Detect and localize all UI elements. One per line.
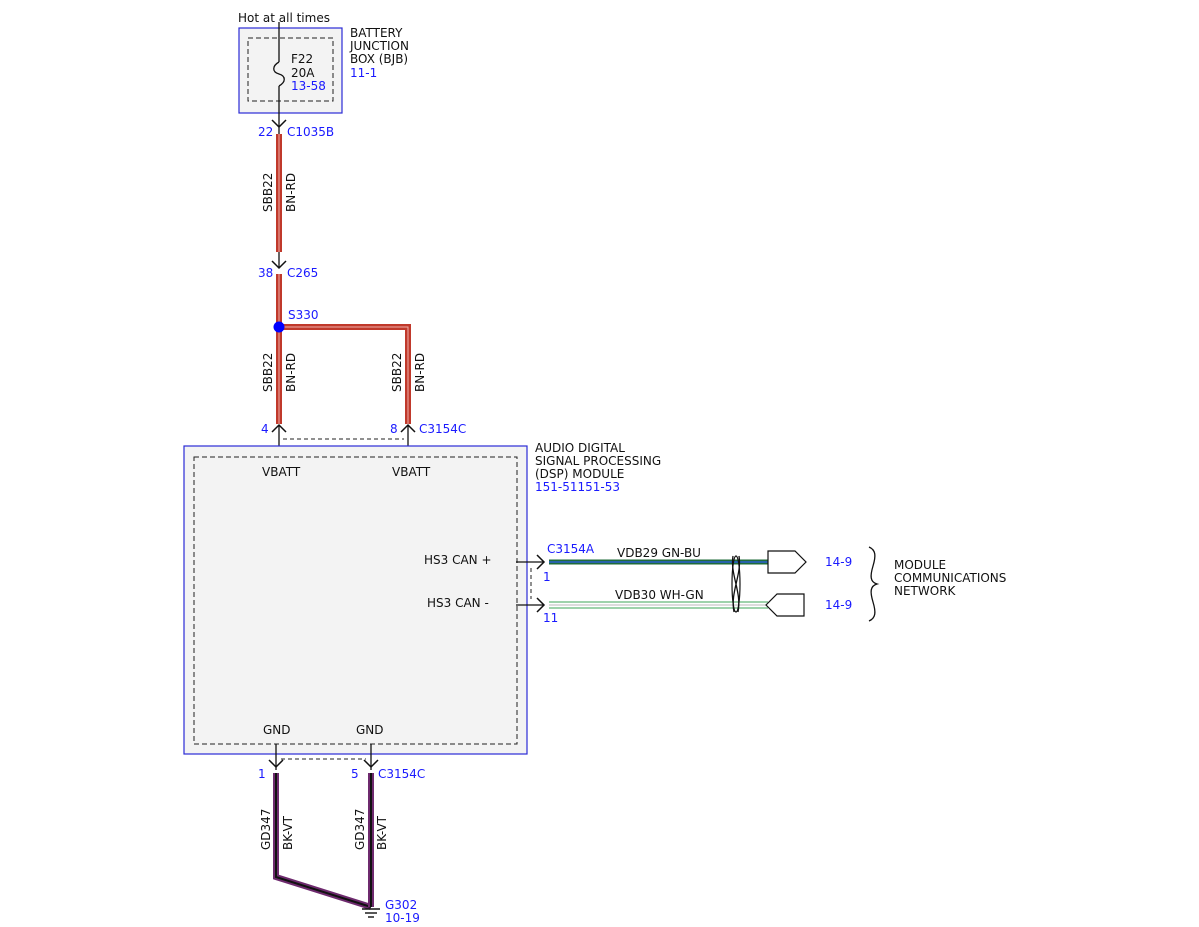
module-inner-dashed bbox=[193, 456, 518, 745]
connector-c3154c-top: 4 8 C3154C bbox=[261, 422, 466, 458]
fuse-f22-symbol bbox=[273, 61, 285, 87]
connector-chevron-icon bbox=[271, 260, 287, 270]
wire-color-label: BN-RD bbox=[284, 173, 298, 212]
wire-branch-center-line bbox=[279, 326, 409, 424]
pin-label-can-hi: HS3 CAN + bbox=[424, 553, 492, 567]
can-hi-wire-label: VDB29 GN-BU bbox=[617, 546, 701, 560]
connector-c265: 38 C265 bbox=[258, 252, 318, 280]
connector-chevron-icon bbox=[363, 759, 379, 769]
can-network-lines: C3154A 1 11 VDB29 GN-BU VDB30 WH-GN 14-9… bbox=[516, 542, 1006, 625]
c3154c-name-bottom: C3154C bbox=[378, 767, 425, 781]
supply-note: Hot at all times bbox=[238, 11, 330, 25]
pin-label-vbatt: VBATT bbox=[392, 465, 431, 479]
c1035b-pin: 22 bbox=[258, 125, 273, 139]
ground-name: G302 bbox=[385, 898, 417, 912]
battery-junction-box: Hot at all times F22 20A 13-58 BATTERY J… bbox=[238, 11, 409, 134]
ground-circuit: 1 5 C3154C GD347 BK-VT GD347 BK-VT G302 … bbox=[258, 744, 425, 925]
wire-color-label: BN-RD bbox=[284, 353, 298, 392]
module-title-line1: AUDIO DIGITAL bbox=[535, 441, 625, 455]
c265-name: C265 bbox=[287, 266, 318, 280]
fuse-rating: 20A bbox=[291, 66, 315, 80]
c3154a-pin-1: 1 bbox=[543, 570, 551, 584]
c265-pin: 38 bbox=[258, 266, 273, 280]
connector-chevron-icon bbox=[536, 597, 546, 613]
module-title-line2: SIGNAL PROCESSING bbox=[535, 454, 661, 468]
fuse-ref: 13-58 bbox=[291, 79, 326, 93]
c3154a-pin-11: 11 bbox=[543, 611, 558, 625]
bjb-title-line3: BOX (BJB) bbox=[350, 52, 408, 66]
gnd-pin-1: 1 bbox=[258, 767, 266, 781]
c3154c-pin-4: 4 bbox=[261, 422, 269, 436]
gnd-pin-5: 5 bbox=[351, 767, 359, 781]
wire-bk-vt-core bbox=[275, 773, 372, 908]
wire-sbb22-upper: SBB22 BN-RD bbox=[261, 134, 298, 252]
wire-circuit-label: SBB22 bbox=[261, 173, 275, 212]
wire-circuit-label: SBB22 bbox=[261, 353, 275, 392]
network-label-line1: MODULE bbox=[894, 558, 946, 572]
network-ref-lo: 14-9 bbox=[825, 598, 852, 612]
bjb-page-ref: 11-1 bbox=[350, 66, 377, 80]
connector-chevron-icon bbox=[271, 119, 287, 129]
c3154c-pin-8: 8 bbox=[390, 422, 398, 436]
pin-label-gnd: GND bbox=[356, 723, 384, 737]
can-lo-wire-label: VDB30 WH-GN bbox=[615, 588, 704, 602]
fuse-id: F22 bbox=[291, 52, 313, 66]
wire-bn-rd-branch bbox=[279, 324, 411, 424]
splice-name: S330 bbox=[288, 308, 319, 322]
module-page-ref: 151-51151-53 bbox=[535, 480, 620, 494]
wire-color-label: BK-VT bbox=[375, 815, 389, 850]
connector-chevron-icon bbox=[268, 759, 284, 769]
network-label-line3: NETWORK bbox=[894, 584, 957, 598]
splice-s330-dot bbox=[273, 321, 285, 333]
network-connector-flag-icon bbox=[765, 593, 805, 617]
connector-chevron-icon bbox=[536, 554, 546, 570]
bjb-title-line2: JUNCTION bbox=[349, 39, 409, 53]
pin-label-vbatt: VBATT bbox=[262, 465, 301, 479]
pin-label-can-lo: HS3 CAN - bbox=[427, 596, 489, 610]
bjb-title-line1: BATTERY bbox=[350, 26, 403, 40]
network-label-line2: COMMUNICATIONS bbox=[894, 571, 1006, 585]
wire-color-label: BK-VT bbox=[281, 815, 295, 850]
network-ref-hi: 14-9 bbox=[825, 555, 852, 569]
wire-circuit-label: SBB22 bbox=[390, 353, 404, 392]
wire-circuit-label: GD347 bbox=[259, 809, 273, 850]
connector-c1035b: 22 C1035B bbox=[258, 119, 334, 139]
twisted-pair-loop-icon bbox=[731, 555, 741, 613]
ground-page-ref: 10-19 bbox=[385, 911, 420, 925]
module-title-line3: (DSP) MODULE bbox=[535, 467, 624, 481]
pin-label-gnd: GND bbox=[263, 723, 291, 737]
wire-splice-branches: S330 SBB22 BN-RD SBB22 BN-RD bbox=[261, 274, 427, 424]
module-outline bbox=[183, 445, 528, 755]
bjb-outline bbox=[238, 27, 343, 114]
bjb-inner-dashed bbox=[247, 37, 334, 102]
dsp-module: AUDIO DIGITAL SIGNAL PROCESSING (DSP) MO… bbox=[183, 441, 661, 755]
wire-color-label: BN-RD bbox=[413, 353, 427, 392]
c3154a-name: C3154A bbox=[547, 542, 595, 556]
network-connector-flag-icon bbox=[767, 550, 807, 574]
network-brace-icon bbox=[868, 546, 880, 622]
c1035b-name: C1035B bbox=[287, 125, 334, 139]
wire-circuit-label: GD347 bbox=[353, 809, 367, 850]
c3154c-name-top: C3154C bbox=[419, 422, 466, 436]
